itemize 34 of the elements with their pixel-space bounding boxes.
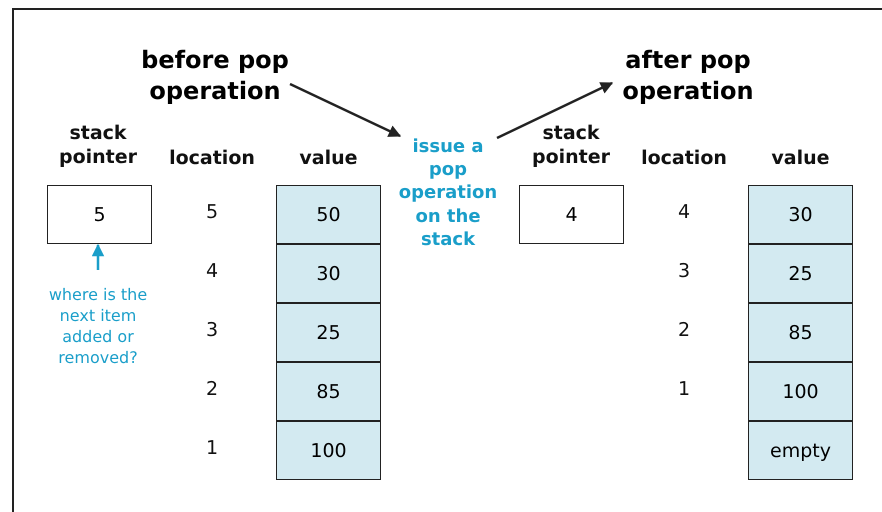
- column-header: location: [168, 147, 256, 171]
- column-header: location: [640, 147, 728, 171]
- location-number: 4: [676, 201, 692, 225]
- arrow: [92, 244, 104, 270]
- location-number: 3: [676, 260, 692, 284]
- stack-cell: 100: [748, 362, 853, 421]
- pointer-box: 5: [47, 185, 152, 244]
- stack-cell: 85: [276, 362, 381, 421]
- stack-cell: 25: [748, 244, 853, 303]
- stack-cell: 30: [748, 185, 853, 244]
- column-header: value: [770, 147, 831, 171]
- location-number: 2: [676, 319, 692, 343]
- location-number: 4: [204, 260, 220, 284]
- arrow: [289, 82, 402, 138]
- location-number: 1: [676, 378, 692, 402]
- column-header: stack pointer: [58, 122, 138, 170]
- stack-cell: 30: [276, 244, 381, 303]
- column-header: stack pointer: [530, 122, 612, 170]
- location-number: 3: [204, 319, 220, 343]
- column-header: value: [298, 147, 359, 171]
- location-number: 2: [204, 378, 220, 402]
- location-number: 5: [204, 201, 220, 225]
- stack-cell: 25: [276, 303, 381, 362]
- stack-cell: 100: [276, 421, 381, 480]
- stack-cell: empty: [748, 421, 853, 480]
- pointer-box: 4: [519, 185, 624, 244]
- heading-text: before pop operation: [130, 42, 300, 110]
- heading-text: after pop operation: [603, 42, 773, 110]
- note-text: issue a pop operation on the stack: [393, 134, 503, 252]
- stack-cell: 85: [748, 303, 853, 362]
- stack-cell: 50: [276, 185, 381, 244]
- arrow: [496, 82, 614, 140]
- note-text: where is the next item added or removed?: [48, 276, 148, 378]
- location-number: 1: [204, 437, 220, 461]
